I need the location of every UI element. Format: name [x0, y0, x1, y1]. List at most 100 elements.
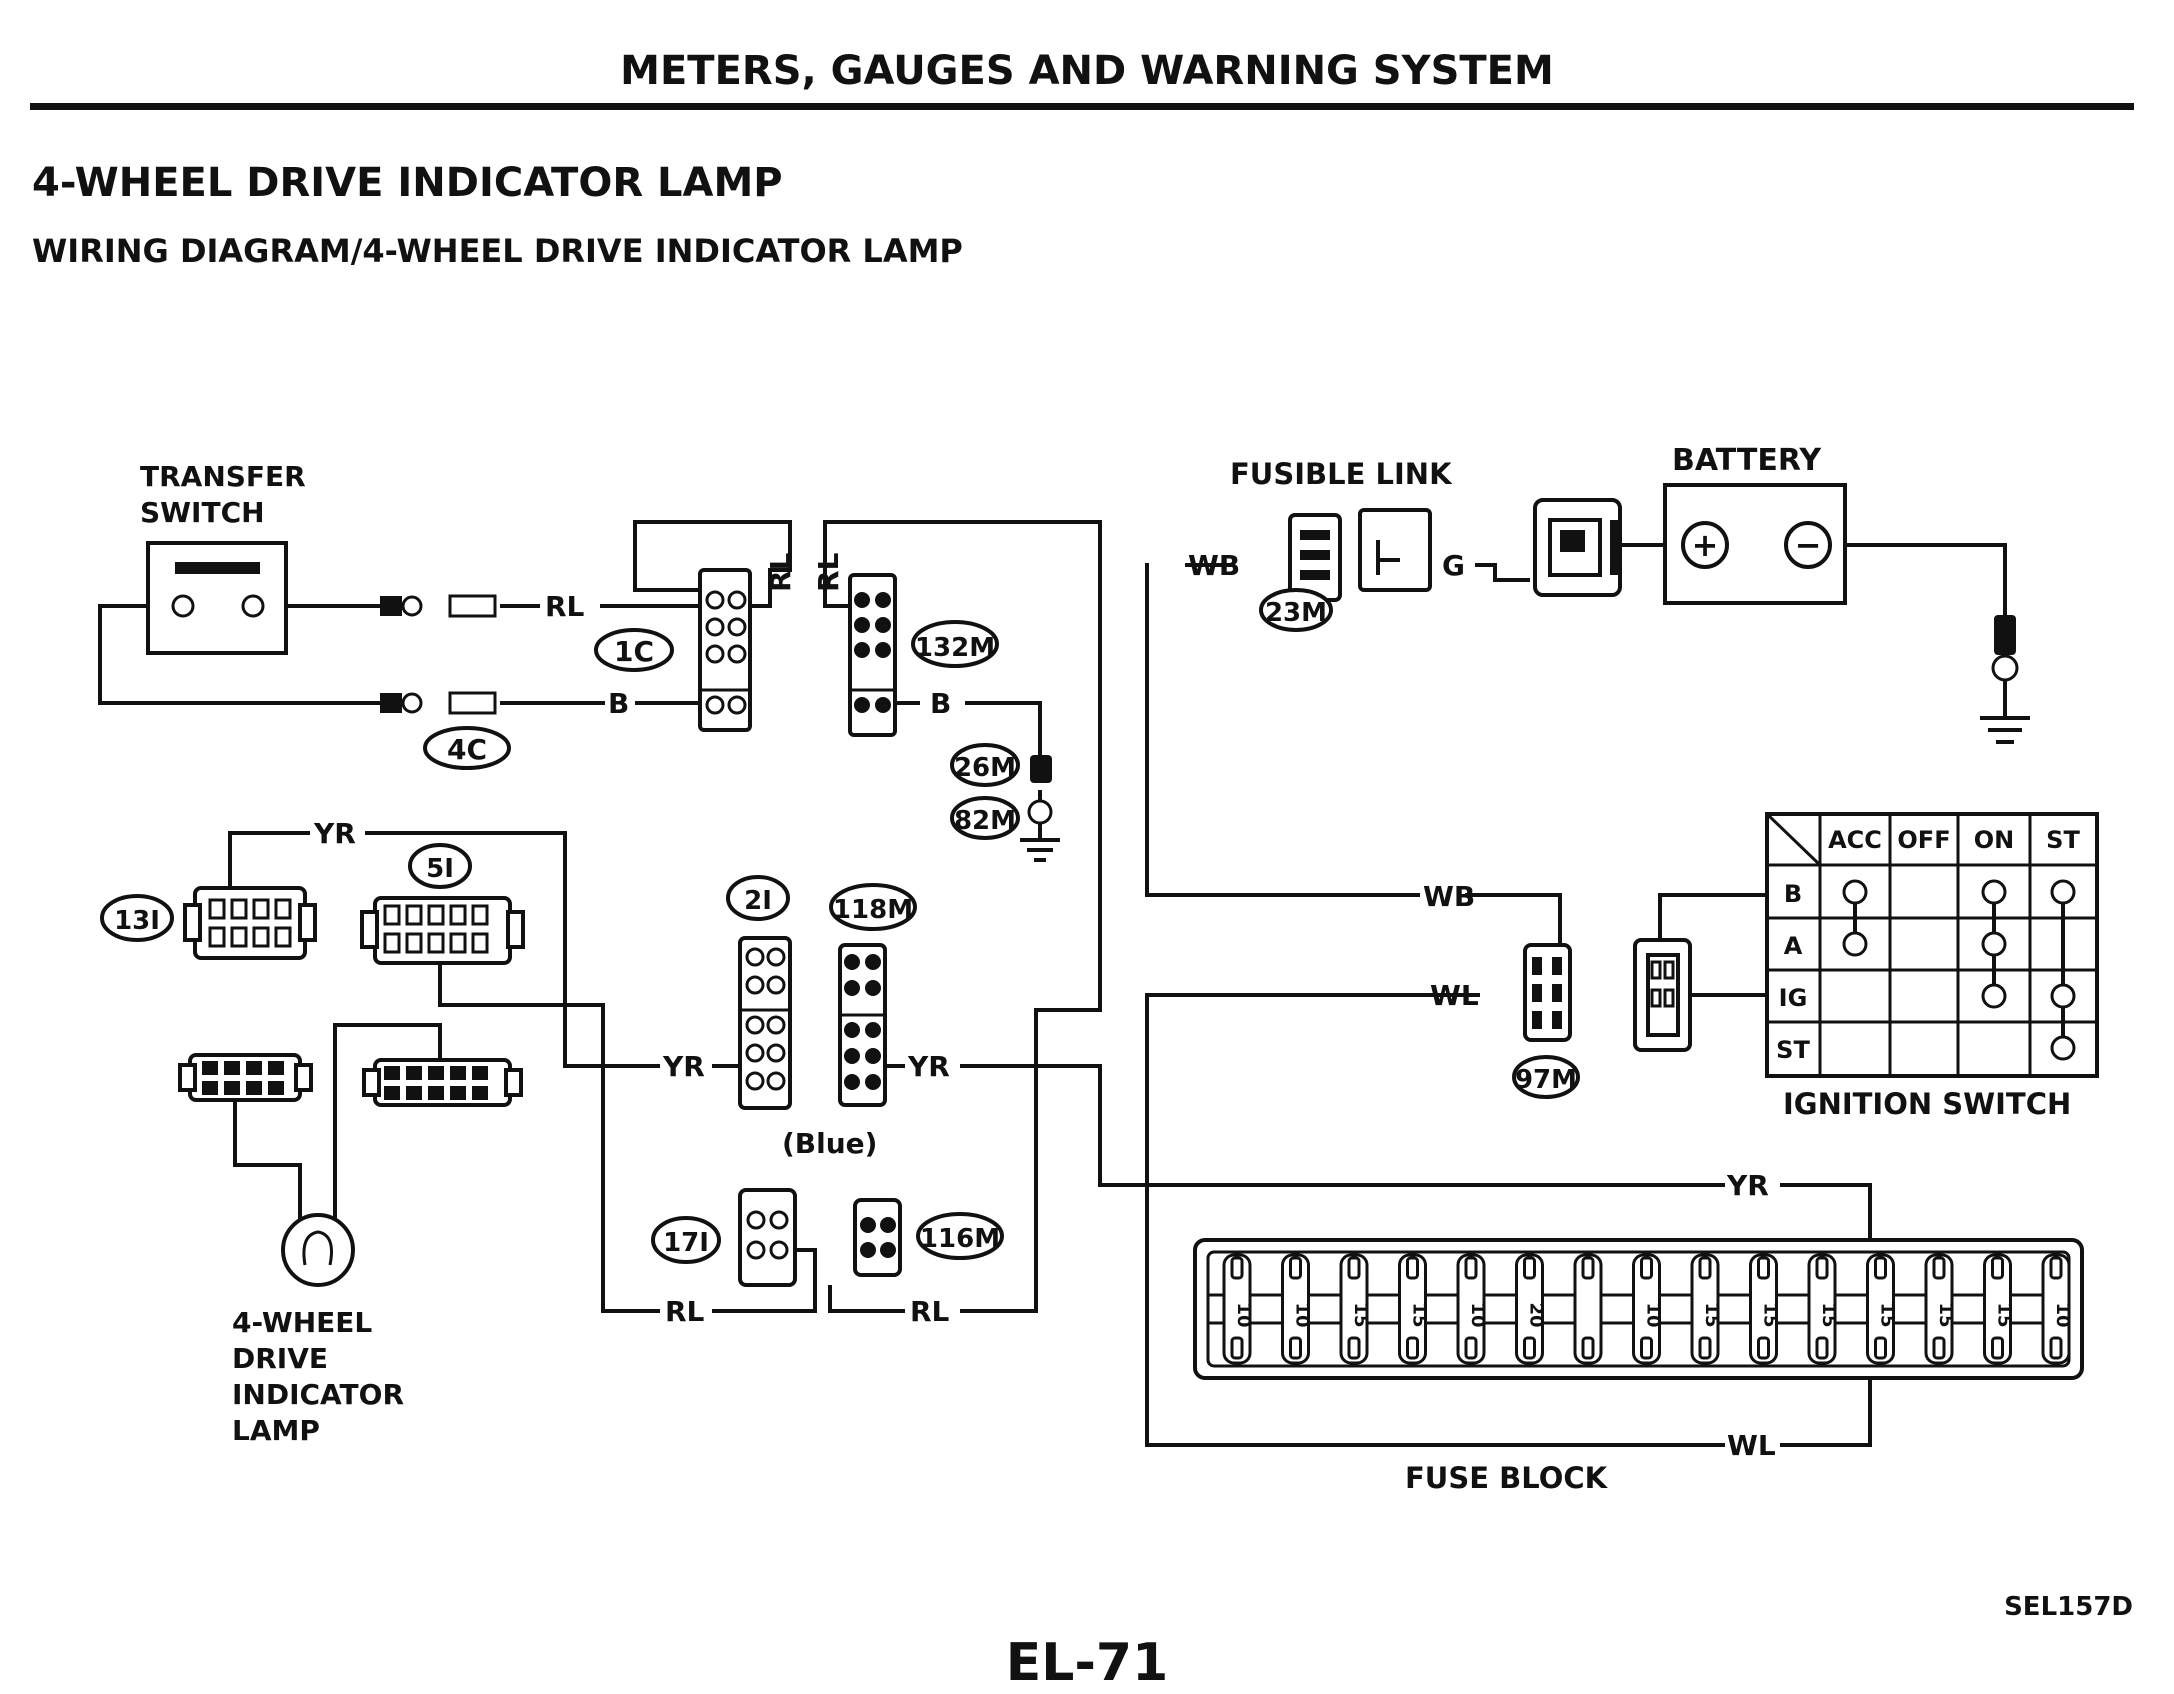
fuse: 10: [1632, 1253, 1664, 1365]
fuse-rating: 15: [1877, 1302, 1898, 1327]
wire-rl-1: RL: [545, 590, 585, 623]
label-26m: 26M: [954, 753, 1016, 783]
ign-row-st: ST: [1776, 1036, 1810, 1064]
connector-116m: [853, 1198, 902, 1277]
header-rule: [30, 103, 2134, 110]
wire-g: G: [1442, 549, 1465, 582]
fuse-block: 10 10 15 15 10 20 10 15 15 15 15 15 15 10 FUSE BLOCK: [1193, 1238, 2084, 1495]
label-23m: 23M: [1265, 598, 1327, 628]
fusible-holder: [1533, 498, 1622, 597]
lamp-label-4: LAMP: [232, 1414, 320, 1447]
wire-yr-4: YR: [1726, 1169, 1769, 1202]
connector-17i: [738, 1188, 797, 1287]
ignition-switch-label: IGNITION SWITCH: [1783, 1087, 2071, 1121]
fuse: 15: [1983, 1253, 2015, 1365]
battery: BATTERY + −: [1663, 443, 1847, 605]
wire-rl-5: RL: [910, 1295, 950, 1328]
wire-yr-2: YR: [662, 1050, 705, 1083]
wire-rl-3: RL: [812, 552, 845, 592]
label-1c: 1C: [614, 635, 654, 668]
fuse: [1573, 1253, 1603, 1365]
connector-118m: [838, 943, 887, 1107]
ign-row-b: B: [1784, 880, 1802, 908]
label-13i: 13I: [114, 906, 160, 936]
label-97m: 97M: [1515, 1065, 1577, 1095]
wire-b-2: B: [930, 687, 951, 720]
label-118m: 118M: [833, 895, 913, 925]
fuse: 10: [1222, 1253, 1254, 1365]
fuse-rating: 20: [1526, 1302, 1547, 1327]
label-5i: 5I: [426, 854, 454, 884]
fuse-rating: 15: [1350, 1302, 1371, 1327]
fuse: 10: [1456, 1253, 1488, 1365]
fuse: 15: [1749, 1253, 1781, 1365]
wire-yr-1: YR: [313, 817, 356, 850]
wire-labels: RL RL RL B B WB G WB WL YR YR YR YR RL R…: [313, 549, 1776, 1462]
section-title: 4-WHEEL DRIVE INDICATOR LAMP: [32, 160, 783, 206]
wires: [98, 520, 2007, 1447]
connector-1c: [698, 568, 752, 732]
lamp-label-3: INDICATOR: [232, 1378, 404, 1411]
connector-labels: 1C 4C 132M 26M 82M 23M 13I 5I 2I 118M 17…: [100, 588, 1580, 1264]
fuse-rating: 10: [1643, 1302, 1664, 1327]
fuse: 15: [1807, 1253, 1839, 1365]
battery-ground: [1980, 615, 2030, 744]
fuse: 15: [1866, 1253, 1898, 1365]
section-subtitle: WIRING DIAGRAM/4-WHEEL DRIVE INDICATOR L…: [32, 232, 963, 270]
fusible-link: FUSIBLE LINK: [1230, 457, 1453, 602]
label-132m: 132M: [915, 633, 995, 663]
label-116m: 116M: [920, 1224, 1000, 1254]
lamp-label-1: 4-WHEEL: [232, 1306, 372, 1339]
wire-wb-2: WB: [1423, 880, 1475, 913]
connector-5i: [360, 896, 525, 965]
ign-row-a: A: [1784, 932, 1803, 960]
lamp-connectors: [178, 1053, 523, 1107]
ign-col-on: ON: [1974, 826, 2015, 854]
inline-connectors: [380, 594, 497, 715]
battery-minus: −: [1795, 526, 1822, 564]
ign-row-ig: IG: [1779, 984, 1808, 1012]
fuse-rating: 15: [1409, 1302, 1430, 1327]
page-header-title: METERS, GAUGES AND WARNING SYSTEM: [620, 48, 1554, 94]
label-17i: 17I: [663, 1228, 709, 1258]
fusible-link-label: FUSIBLE LINK: [1230, 457, 1453, 491]
transfer-switch-label-1: TRANSFER: [140, 460, 306, 493]
label-82m: 82M: [954, 806, 1016, 836]
connector-97m: [1523, 943, 1572, 1042]
fuse-rating: 15: [1701, 1302, 1722, 1327]
fuse-rating: 15: [1994, 1302, 2015, 1327]
connector-13i: [183, 886, 317, 960]
wire-rl-4: RL: [665, 1295, 705, 1328]
connector-2i: [738, 936, 792, 1110]
drawing-code: SEL157D: [2004, 1592, 2133, 1622]
page-number: EL-71: [1006, 1633, 1169, 1693]
transfer-switch-label-2: SWITCH: [140, 496, 265, 529]
fuse: 15: [1690, 1253, 1722, 1365]
fuse-rating: 15: [1935, 1302, 1956, 1327]
ign-col-acc: ACC: [1828, 826, 1882, 854]
wire-wb-1: WB: [1188, 549, 1240, 582]
fuse: 15: [1398, 1253, 1430, 1365]
wire-rl-2: RL: [764, 552, 797, 592]
connector-132m: [848, 573, 897, 737]
label-4c: 4C: [447, 733, 487, 766]
fuse-rating: 15: [1760, 1302, 1781, 1327]
fuse-rating: 10: [1292, 1302, 1313, 1327]
ign-col-st: ST: [2046, 826, 2080, 854]
battery-plus: +: [1692, 526, 1719, 564]
fuse-block-label: FUSE BLOCK: [1405, 1461, 1609, 1495]
blue-note: (Blue): [782, 1127, 877, 1160]
ign-col-off: OFF: [1897, 826, 1950, 854]
fuse-rating: 10: [1233, 1302, 1254, 1327]
ignition-connector: [1633, 938, 1692, 1052]
fuse: 15: [1924, 1253, 1956, 1365]
fuse: 20: [1515, 1253, 1547, 1365]
wire-wl-1: WL: [1430, 979, 1479, 1012]
fuse: 15: [1339, 1253, 1371, 1365]
wire-wl-2: WL: [1727, 1429, 1776, 1462]
fuse-rating: 10: [2052, 1302, 2073, 1327]
fuse: 10: [1281, 1253, 1313, 1365]
wire-yr-3: YR: [907, 1050, 950, 1083]
indicator-lamp: 4-WHEEL DRIVE INDICATOR LAMP: [232, 1213, 404, 1447]
